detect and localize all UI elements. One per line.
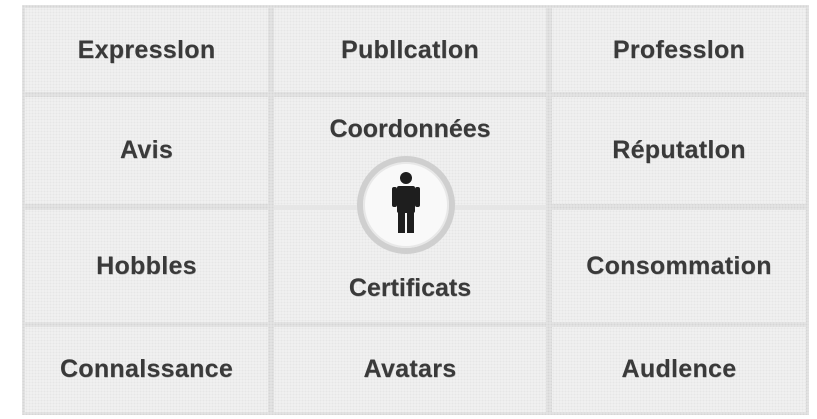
center-bottom-label: Certificats — [348, 274, 472, 302]
cell-hobbies-label: Hobbles — [96, 251, 197, 280]
cell-connaissance-label: Connalssance — [59, 355, 234, 383]
cell-consommation-label: Consommation — [586, 251, 772, 280]
cell-avatars: Avatars — [274, 327, 546, 412]
cell-profession-label: Professlon — [612, 35, 746, 64]
cell-hobbies: Hobbles — [25, 210, 268, 322]
cell-connaissance: Connalssance — [25, 327, 268, 412]
cell-expression: Expresslon — [25, 8, 268, 92]
cell-audience-label: Audlence — [621, 355, 737, 383]
cell-profession: Professlon — [552, 8, 806, 92]
cell-expression-label: Expresslon — [77, 35, 216, 64]
cell-publication: Publlcatlon — [274, 8, 546, 92]
person-ring-outer — [357, 156, 455, 254]
cell-avatars-label: Avatars — [363, 355, 457, 383]
center-identity-cell: Coordonnées Certificats — [274, 97, 546, 322]
cell-avis-label: Avis — [119, 136, 174, 164]
identity-grid: Expresslon Publlcatlon Professlon Avis R… — [22, 5, 809, 415]
cell-audience: Audlence — [552, 327, 806, 412]
cell-reputation-label: Réputatlon — [612, 136, 746, 164]
cell-publication-label: Publlcatlon — [340, 35, 480, 64]
cell-avis: Avis — [25, 97, 268, 204]
center-top-label: Coordonnées — [329, 115, 491, 143]
cell-consommation: Consommation — [552, 210, 806, 322]
person-icon — [357, 156, 455, 254]
cell-reputation: Réputatlon — [552, 97, 806, 204]
